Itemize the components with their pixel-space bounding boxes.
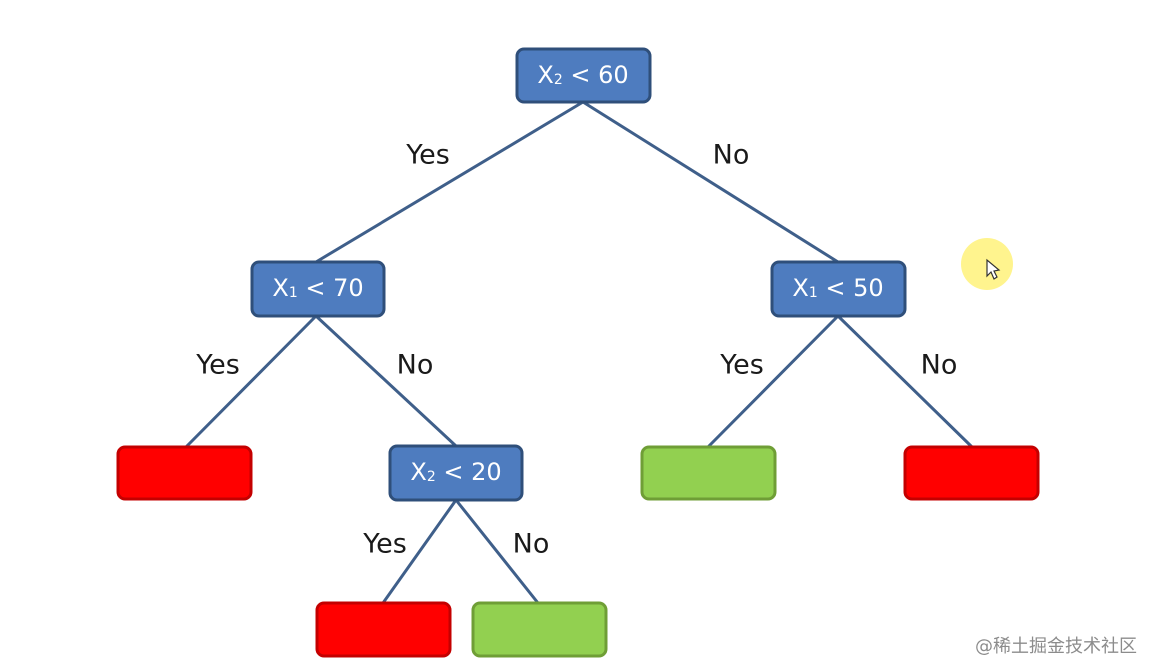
decision-node-left-right: X2 < 20 xyxy=(388,444,524,502)
node-right-sub: 1 xyxy=(809,285,818,301)
svg-text:X1 < 50: X1 < 50 xyxy=(792,274,883,302)
edge-leftright-leaf-left xyxy=(381,498,458,605)
node-right-condition: < 50 xyxy=(818,274,884,302)
node-left-var: X xyxy=(272,274,288,302)
edge-root-right xyxy=(581,100,840,264)
leaf-green-left-right-right xyxy=(471,601,608,658)
cursor-highlight xyxy=(961,238,1013,290)
node-leftright-var: X xyxy=(410,458,426,486)
svg-text:X2 < 60: X2 < 60 xyxy=(537,61,628,89)
cursor-arrow-icon xyxy=(986,258,1001,280)
leaf-red-left-right-left xyxy=(315,601,452,658)
branch-label-left-no: No xyxy=(397,350,434,381)
branch-label-root-yes: Yes xyxy=(405,140,450,171)
leaf-red-right-right xyxy=(903,445,1040,501)
decision-node-left: X1 < 70 xyxy=(250,260,386,318)
node-right-var: X xyxy=(792,274,808,302)
edge-leftright-leaf-right xyxy=(454,498,540,605)
leaf-red-left-left xyxy=(116,445,253,501)
branch-label-leftright-yes: Yes xyxy=(362,529,407,560)
branch-label-right-no: No xyxy=(921,350,958,381)
node-left-condition: < 70 xyxy=(298,274,364,302)
edge-left-leftleaf xyxy=(184,314,318,449)
leaf-green-right-left xyxy=(640,445,777,501)
svg-text:X1 < 70: X1 < 70 xyxy=(272,274,363,302)
node-root-condition: < 60 xyxy=(563,61,629,89)
node-leftright-condition: < 20 xyxy=(436,458,502,486)
node-root-sub: 2 xyxy=(554,72,563,88)
branch-label-right-yes: Yes xyxy=(719,350,764,381)
svg-text:X2 < 20: X2 < 20 xyxy=(410,458,501,486)
node-root-var: X xyxy=(537,61,553,89)
edge-right-leaf-right xyxy=(836,314,974,449)
branch-label-root-no: No xyxy=(713,140,750,171)
edge-right-leaf-left xyxy=(706,314,840,449)
edge-left-leftright xyxy=(314,314,458,448)
branch-label-left-yes: Yes xyxy=(195,350,240,381)
branch-label-leftright-no: No xyxy=(513,529,550,560)
decision-node-root: X2 < 60 xyxy=(515,47,652,104)
node-left-sub: 1 xyxy=(289,285,298,301)
decision-node-right: X1 < 50 xyxy=(770,260,907,318)
edge-root-left xyxy=(314,100,585,264)
watermark: @稀土掘金技术社区 xyxy=(975,636,1137,657)
node-leftright-sub: 2 xyxy=(427,469,436,485)
